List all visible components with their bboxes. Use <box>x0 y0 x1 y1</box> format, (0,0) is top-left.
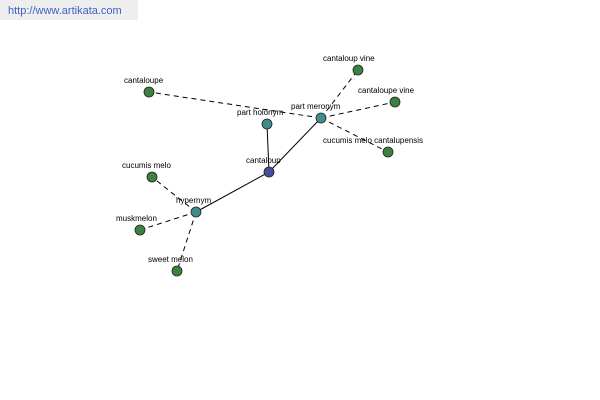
node-cucumis-melo-cantalupensis[interactable] <box>382 146 394 158</box>
label-part-holonym: part holonym <box>237 108 284 117</box>
label-hypernym: hypernym <box>176 196 211 205</box>
label-cucumis-melo: cucumis melo <box>122 161 171 170</box>
label-cucumis-melo-cantalupensis: cucumis melo cantalupensis <box>323 136 423 145</box>
edge-hypernym-muskmelon <box>139 211 197 231</box>
node-cantaloupe[interactable] <box>143 86 155 98</box>
labels: cantaloup hypernym part holonym part merony… <box>116 54 423 264</box>
node-root-cantaloup[interactable] <box>263 166 275 178</box>
label-muskmelon: muskmelon <box>116 214 157 223</box>
edge-part-meronym-cucumis-melo-cantalupensis <box>320 117 389 153</box>
edge-root-hypernym <box>195 171 270 213</box>
label-sweet-melon: sweet melon <box>148 255 193 264</box>
edge-hypernym-sweet-melon <box>176 211 197 272</box>
node-muskmelon[interactable] <box>134 224 146 236</box>
edge-root-part-holonym <box>266 123 270 173</box>
label-cantaloupe: cantaloupe <box>124 76 164 85</box>
edge-part-meronym-cantaloup-vine <box>320 69 359 119</box>
node-hypernym[interactable] <box>190 206 202 218</box>
nodes <box>134 64 401 277</box>
site-url-link[interactable]: http://www.artikata.com <box>8 5 122 17</box>
node-sweet-melon[interactable] <box>171 265 183 277</box>
edge-hypernym-cucumis-melo <box>151 176 197 213</box>
edge-part-meronym-cantaloupe-vine <box>320 101 396 119</box>
label-cantaloup-vine: cantaloup vine <box>323 54 375 63</box>
node-part-holonym[interactable] <box>261 118 273 130</box>
label-root-cantaloup: cantaloup <box>246 156 281 165</box>
edges <box>139 69 396 272</box>
label-part-meronym: part meronym <box>291 102 341 111</box>
site-banner: http://www.artikata.com <box>0 0 138 20</box>
node-cucumis-melo[interactable] <box>146 171 158 183</box>
edge-root-part-meronym <box>268 117 322 173</box>
node-cantaloupe-vine[interactable] <box>389 96 401 108</box>
label-cantaloupe-vine: cantaloupe vine <box>358 86 415 95</box>
edge-part-meronym-cantaloupe <box>148 91 322 119</box>
node-cantaloup-vine[interactable] <box>352 64 364 76</box>
node-part-meronym[interactable] <box>315 112 327 124</box>
